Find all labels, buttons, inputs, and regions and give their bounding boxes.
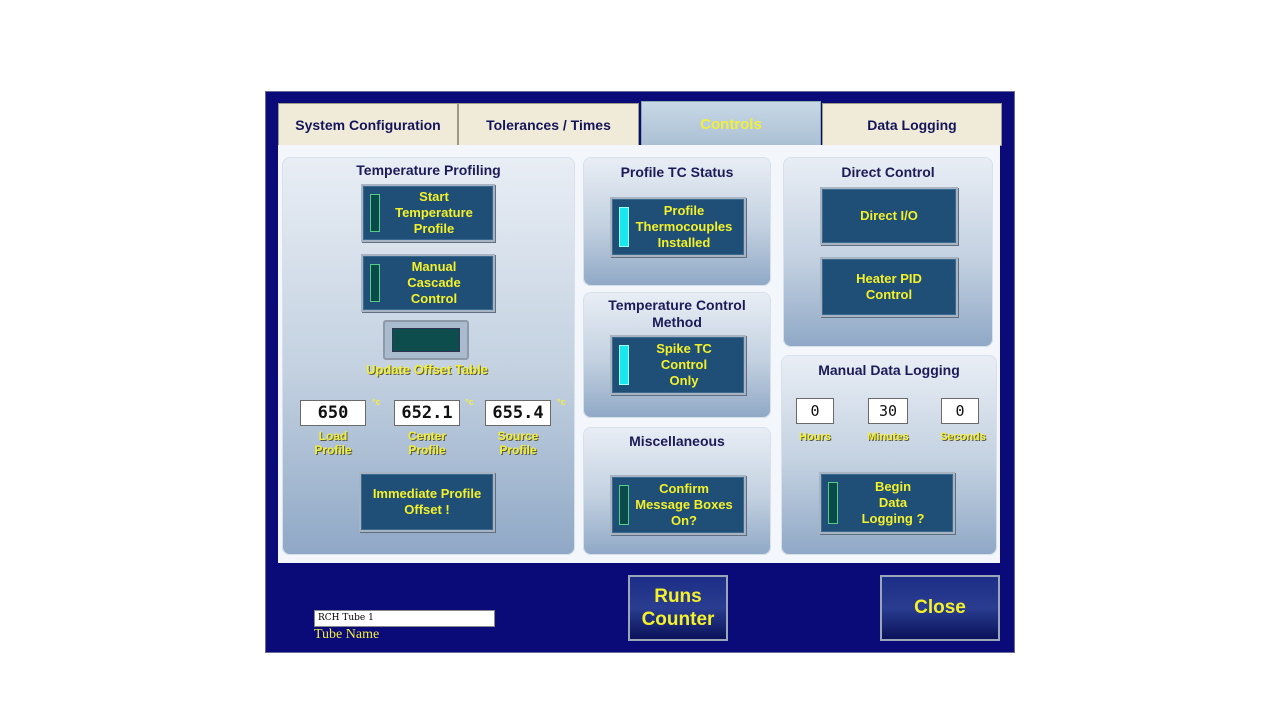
direct-io-button[interactable]: Direct I/O	[820, 187, 958, 245]
tab-tolerances-times[interactable]: Tolerances / Times	[458, 103, 639, 146]
runs-counter-button[interactable]: Runs Counter	[628, 575, 728, 641]
status-indicator	[370, 264, 380, 302]
confirm-message-boxes-button[interactable]: Confirm Message Boxes On?	[610, 475, 746, 535]
direct-control-panel: Direct Control Direct I/O Heater PID Con…	[783, 157, 993, 347]
heater-pid-control-button[interactable]: Heater PID Control	[820, 257, 958, 317]
profile-thermocouples-installed-button[interactable]: Profile Thermocouples Installed	[610, 197, 746, 257]
panel-title: Profile TC Status	[620, 164, 734, 180]
status-indicator	[828, 482, 838, 524]
immediate-profile-offset-button[interactable]: Immediate Profile Offset !	[359, 472, 495, 532]
tab-content: Temperature Profiling Start Temperature …	[278, 145, 1000, 563]
close-button[interactable]: Close	[880, 575, 1000, 641]
status-indicator	[619, 485, 629, 525]
status-indicator	[619, 345, 629, 385]
temperature-control-method-panel: Temperature Control Method Spike TC Cont…	[583, 292, 771, 418]
panel-title: Manual Data Logging	[818, 362, 960, 378]
start-temperature-profile-button[interactable]: Start Temperature Profile	[361, 184, 495, 242]
center-profile-value[interactable]: 652.1	[394, 400, 460, 426]
load-profile-value[interactable]: 650	[300, 400, 366, 426]
minutes-label: Minutes	[867, 431, 909, 443]
unit-label: °c	[372, 397, 381, 407]
unit-label: °c	[465, 397, 474, 407]
update-offset-table-indicator[interactable]	[383, 320, 469, 360]
source-profile-value[interactable]: 655.4	[485, 400, 551, 426]
seconds-input[interactable]: 0	[941, 398, 979, 424]
tab-data-logging[interactable]: Data Logging	[822, 103, 1002, 146]
source-profile-label: Source Profile	[497, 429, 539, 457]
manual-data-logging-panel: Manual Data Logging 0 30 0 Hours Minutes…	[781, 355, 997, 555]
controls-window: System Configuration Tolerances / Times …	[265, 91, 1015, 653]
status-indicator	[370, 194, 380, 232]
miscellaneous-panel: Miscellaneous Confirm Message Boxes On?	[583, 427, 771, 555]
begin-data-logging-button[interactable]: Begin Data Logging ?	[819, 472, 955, 534]
tab-system-configuration[interactable]: System Configuration	[278, 103, 458, 146]
unit-label: °c	[557, 397, 566, 407]
panel-title: Miscellaneous	[629, 433, 725, 449]
status-indicator	[619, 207, 629, 247]
panel-title: Temperature Profiling	[356, 162, 501, 178]
minutes-input[interactable]: 30	[868, 398, 908, 424]
temperature-profiling-panel: Temperature Profiling Start Temperature …	[282, 157, 575, 555]
tab-controls[interactable]: Controls	[641, 101, 821, 148]
load-profile-label: Load Profile	[314, 429, 352, 457]
profile-tc-status-panel: Profile TC Status Profile Thermocouples …	[583, 157, 771, 286]
seconds-label: Seconds	[940, 431, 986, 443]
hours-input[interactable]: 0	[796, 398, 834, 424]
center-profile-label: Center Profile	[407, 429, 446, 457]
tube-name-field[interactable]: RCH Tube 1	[314, 610, 495, 627]
hours-label: Hours	[799, 431, 831, 443]
tube-name-label: Tube Name	[314, 627, 380, 642]
manual-cascade-control-button[interactable]: Manual Cascade Control	[361, 254, 495, 312]
spike-tc-control-only-button[interactable]: Spike TC Control Only	[610, 335, 746, 395]
update-offset-table-label: Update Offset Table	[366, 362, 488, 377]
panel-title: Temperature Control Method	[608, 297, 746, 330]
panel-title: Direct Control	[841, 164, 935, 180]
